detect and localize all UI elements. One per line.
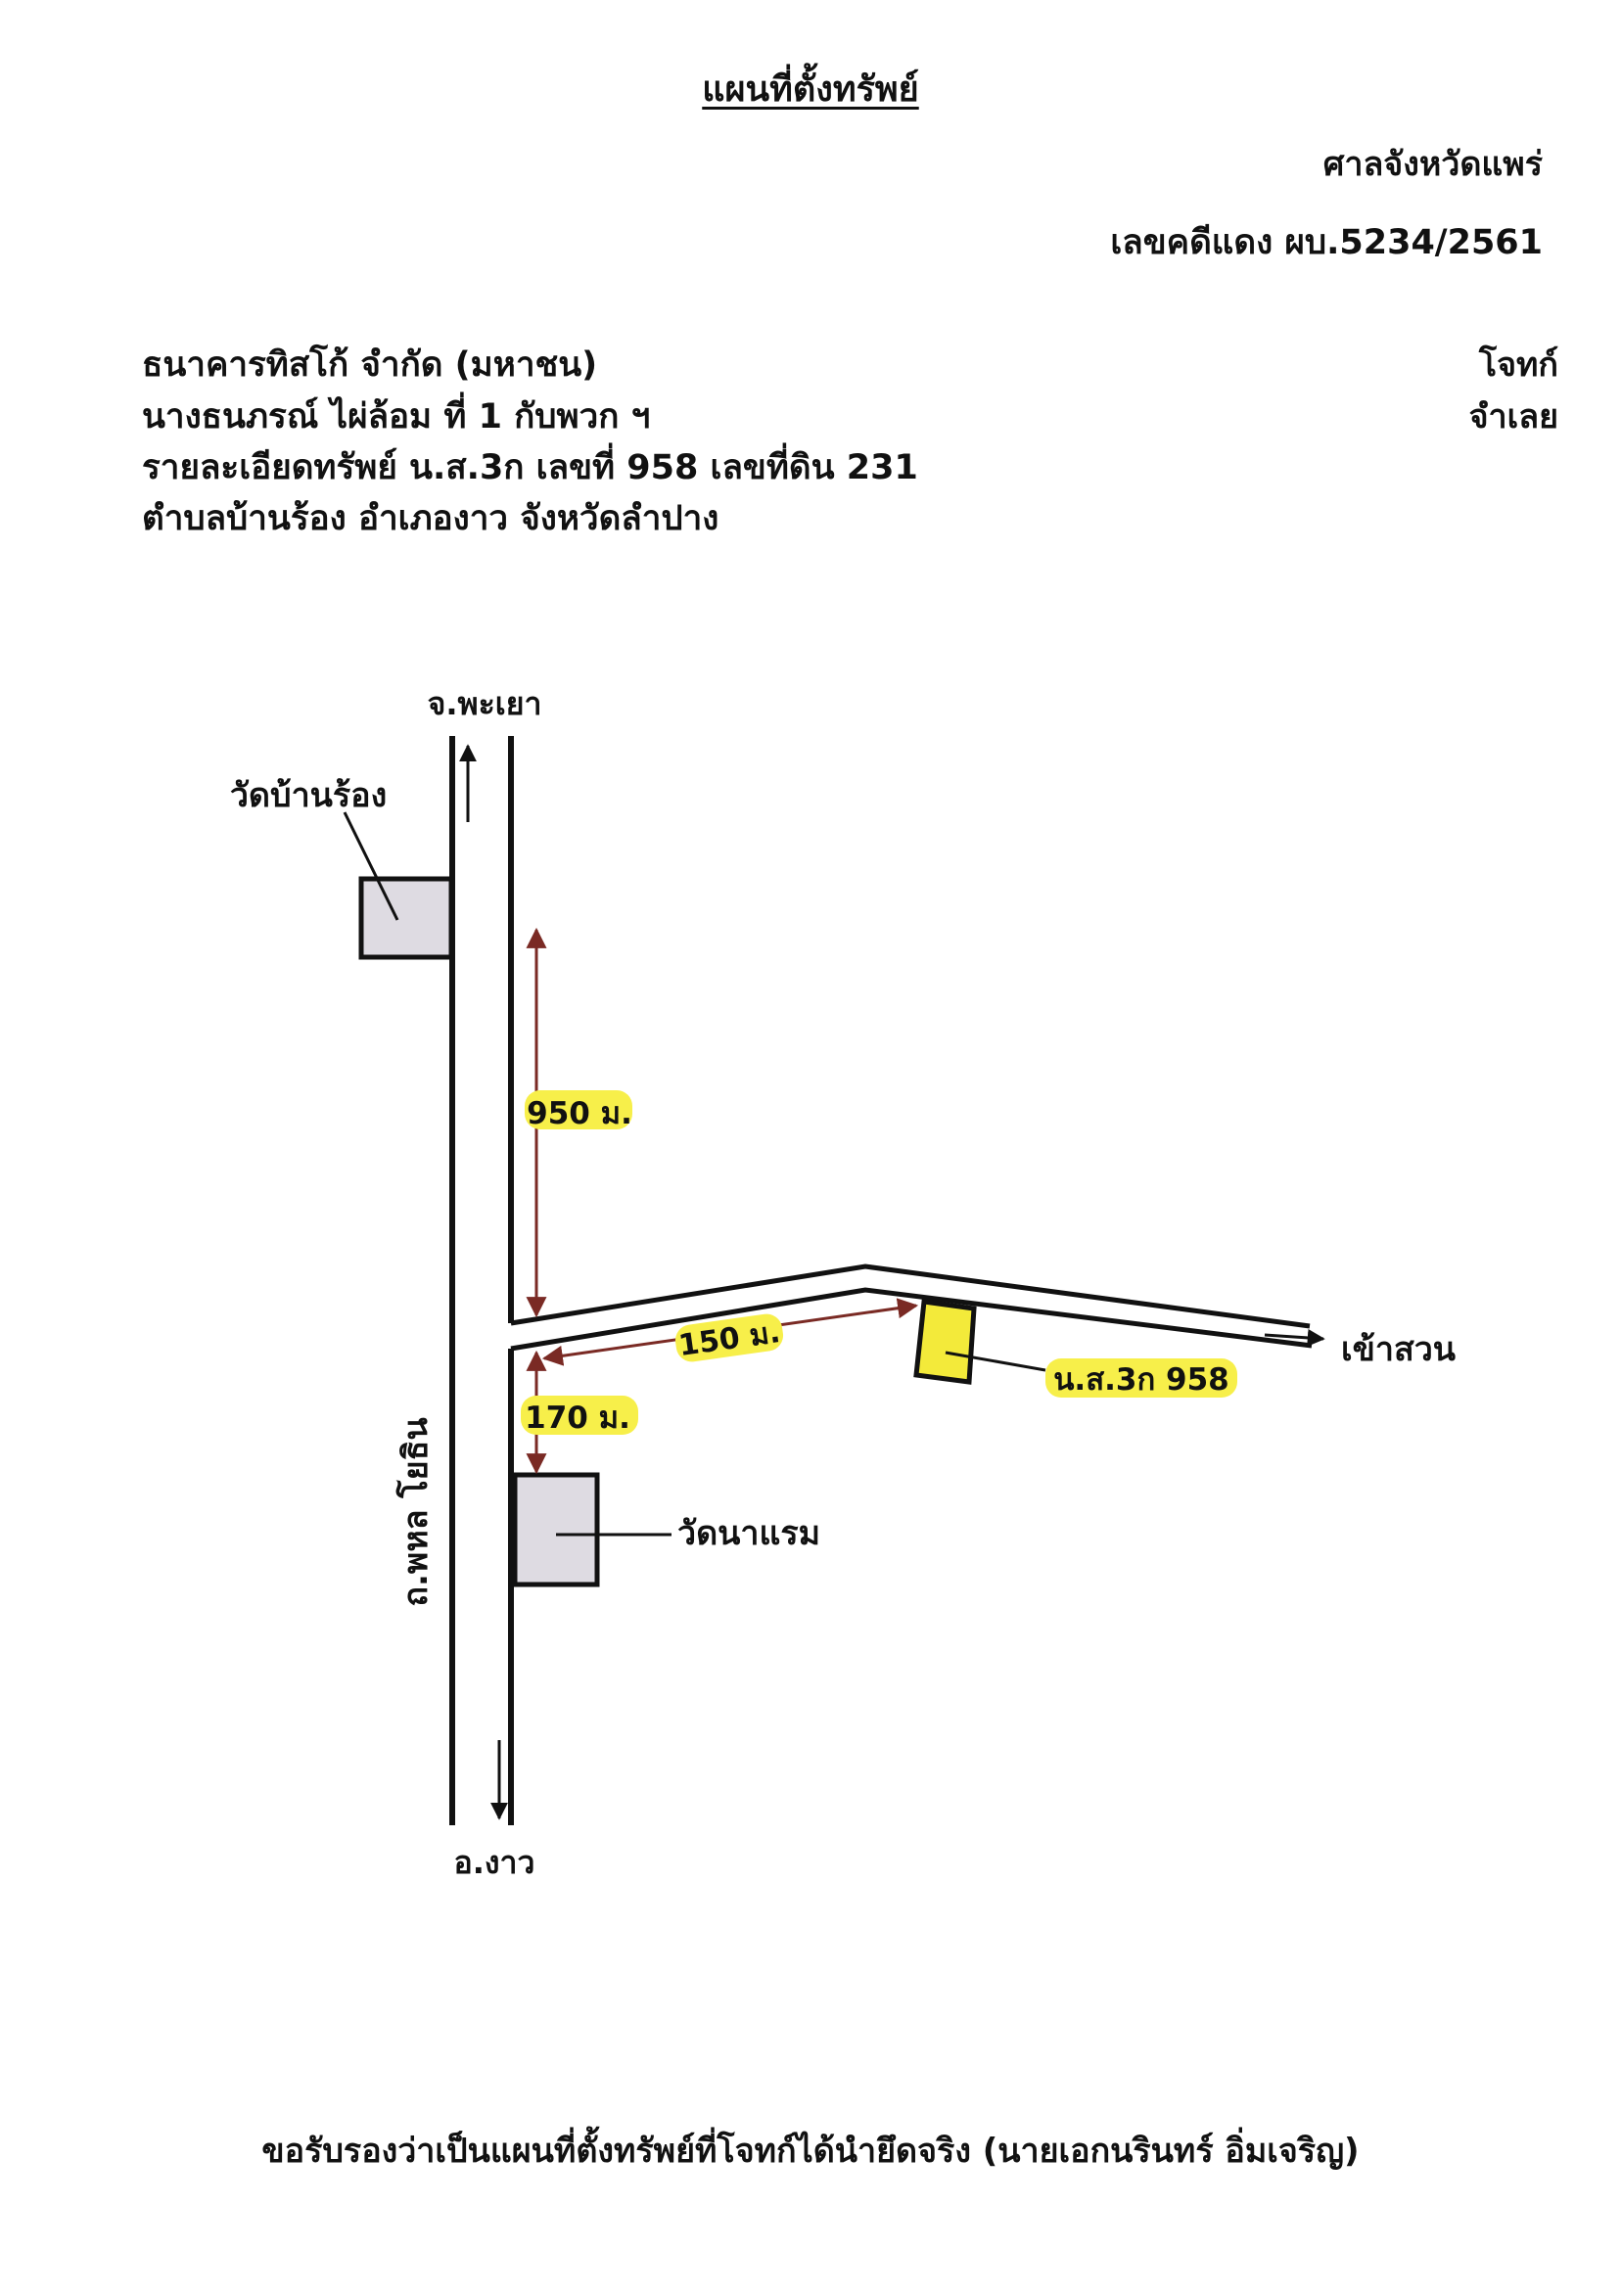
distance-south-label: 170 ม. [525,1401,630,1436]
distance-branch-label: 150 ม. [676,1315,782,1363]
property-parcel-leader [945,1351,1046,1372]
main-road-label: ถ.พหล โยธิน [395,1417,436,1606]
certification-statement: ขอรับรองว่าเป็นแผนที่ตั้งทรัพย์ที่โจทก์ไ… [261,2132,1360,2171]
north-destination-label: จ.พะเยา [428,685,542,722]
temple-south-label: วัดนาแรม [677,1514,820,1553]
court-name: ศาลจังหวัดแพร่ [1322,145,1543,184]
temple-north-label: วัดบ้านร้อง [230,776,387,815]
south-destination-label: อ.งาว [454,1844,535,1881]
page-title-text: แผนที่ตั้งทรัพย์ [702,69,919,110]
plaintiff-role: โจทก์ [1478,345,1558,385]
case-number: เลขคดีแดง ผบ.5234/2561 [1110,223,1543,262]
property-parcel-marker [913,1299,977,1385]
property-detail: รายละเอียดทรัพย์ น.ส.3ก เลขที่ 958 เลขที… [142,448,918,487]
branch-destination-label: เข้าสวน [1341,1330,1456,1369]
distance-north-label: 950 ม. [527,1096,632,1131]
parcel-label-highlight [1045,1358,1237,1398]
page-title: แผนที่ตั้งทรัพย์ [0,61,1621,116]
temple-north-marker [358,876,454,960]
main-road [449,736,514,1825]
plaintiff-name: ธนาคารทิสโก้ จำกัด (มหาชน) [142,345,598,385]
temple-north-leader [343,811,399,921]
branch-direction-arrow [1264,1328,1325,1347]
distance-north-highlight [525,1090,632,1129]
distance-south-highlight [521,1396,638,1435]
temple-south-marker [512,1472,600,1587]
distance-branch-highlight [674,1313,784,1362]
defendant-role: จำเลย [1468,397,1558,436]
parcel-label: น.ส.3ก 958 [1053,1362,1229,1398]
defendant-name: นางธนภรณ์ ไผ่ล้อม ที่ 1 กับพวก ฯ [142,397,651,436]
property-location: ตำบลบ้านร้อง อำเภองาว จังหวัดลำปาง [142,499,719,538]
